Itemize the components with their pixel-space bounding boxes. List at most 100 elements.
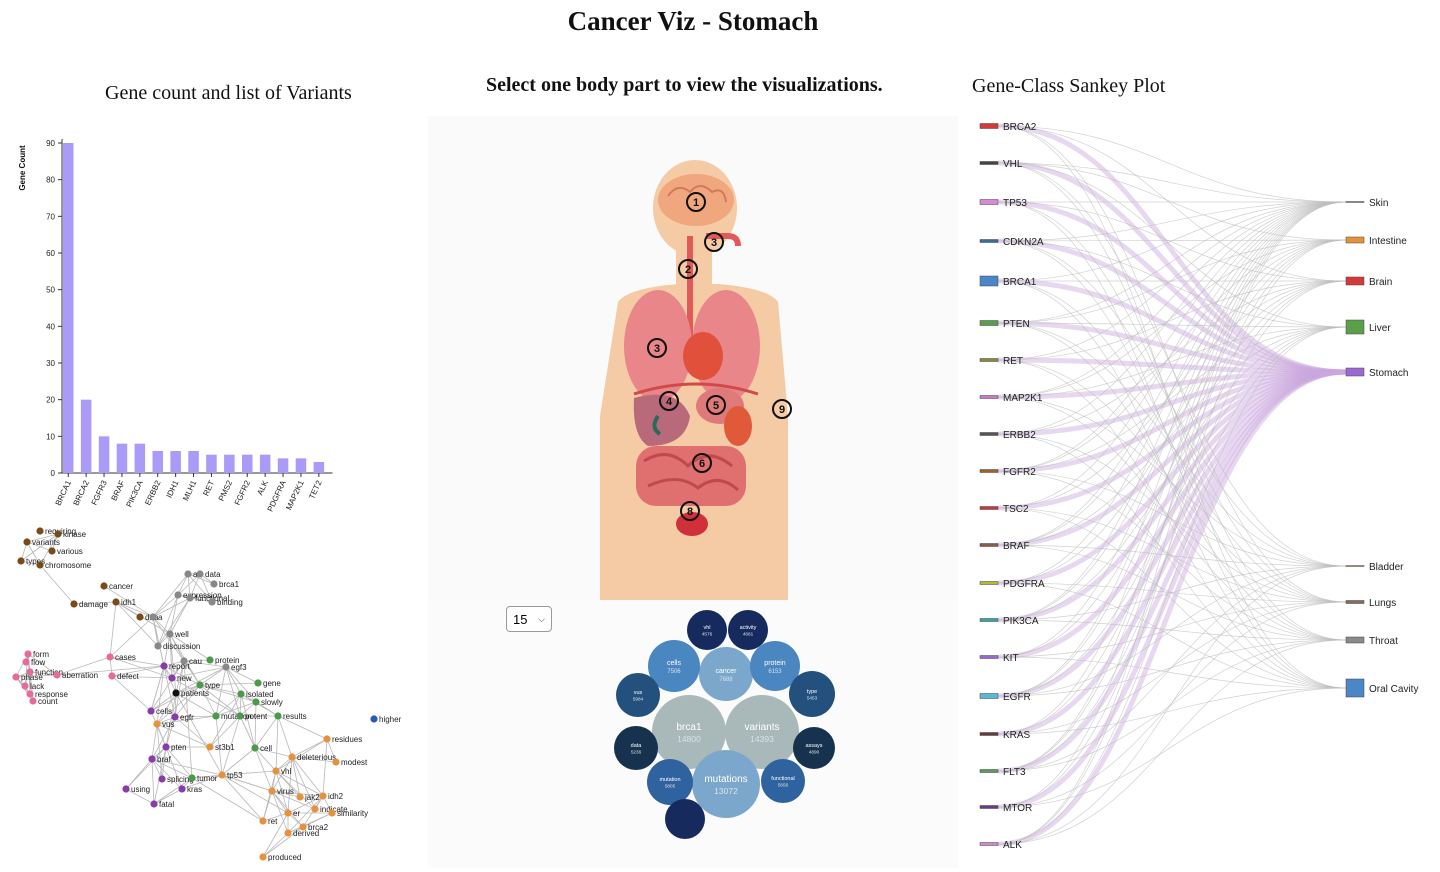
region-marker[interactable]: 4 (659, 391, 679, 411)
network-node-st3b1[interactable]: st3b1 (206, 743, 235, 752)
network-node-jak2[interactable]: jak2 (296, 793, 320, 802)
network-node-well[interactable]: well (166, 630, 189, 639)
network-node-dot[interactable] (222, 663, 230, 671)
network-node-vhl[interactable]: vhl (272, 767, 291, 776)
network-node-dot[interactable] (178, 785, 186, 793)
network-node-lack[interactable]: lack (21, 682, 45, 691)
sankey-gene-node[interactable] (979, 655, 999, 659)
network-node-dot[interactable] (206, 743, 214, 751)
network-node-tp53[interactable]: tp53 (218, 771, 243, 780)
sankey-gene-node[interactable] (979, 320, 999, 326)
network-node-binding[interactable]: binding (208, 598, 243, 607)
network-node-dot[interactable] (259, 817, 267, 825)
network-node-dot[interactable] (54, 530, 62, 538)
network-node-expression[interactable]: expression (174, 591, 222, 600)
network-node-damage[interactable]: damage (70, 600, 108, 609)
bar-fgfr2[interactable] (242, 454, 253, 473)
sankey-gene-node[interactable] (979, 805, 999, 809)
network-node-mutation[interactable]: mutation (212, 712, 252, 721)
region-marker[interactable]: 3 (647, 338, 667, 358)
region-marker[interactable]: 5 (706, 395, 726, 415)
network-node-data[interactable]: data (196, 570, 221, 579)
sankey-gene-mtor[interactable]: MTOR (979, 803, 1032, 814)
network-node-discussion[interactable]: discussion (154, 642, 200, 651)
sankey-gene-ret[interactable]: RET (979, 356, 1023, 367)
network-node-report[interactable]: report (160, 662, 191, 671)
network-node-dot[interactable] (252, 698, 260, 706)
network-node-dot[interactable] (26, 668, 34, 676)
sankey-class-brain[interactable]: Brain (1345, 276, 1392, 288)
network-node-aberration[interactable]: aberration (53, 671, 98, 680)
bar-fgfr3[interactable] (98, 436, 110, 473)
network-node-dot[interactable] (288, 753, 296, 761)
sankey-gene-cdkn2a[interactable]: CDKN2A (979, 237, 1044, 248)
region-marker-circle[interactable] (686, 192, 706, 212)
network-node-various[interactable]: various (48, 547, 83, 556)
network-node-dot[interactable] (21, 682, 29, 690)
network-node-dot[interactable] (254, 679, 262, 687)
network-node-dot[interactable] (154, 642, 162, 650)
network-node-egfr[interactable]: egfr (171, 713, 194, 722)
network-node-form[interactable]: form (24, 650, 49, 659)
bar-pik3ca[interactable] (134, 443, 146, 473)
region-marker-circle[interactable] (678, 259, 698, 279)
network-node-dot[interactable] (166, 630, 174, 638)
sankey-gene-flt3[interactable]: FLT3 (979, 767, 1026, 778)
intestine-region[interactable] (636, 446, 746, 506)
network-node-dot[interactable] (153, 720, 161, 728)
sankey-gene-kras[interactable]: KRAS (979, 730, 1031, 741)
bar-mlh1[interactable] (188, 451, 199, 473)
network-node-tumor[interactable]: tumor (188, 774, 218, 783)
network-node-dot[interactable] (112, 598, 120, 606)
network-node-count[interactable]: count (29, 697, 58, 706)
network-node-dot[interactable] (158, 775, 166, 783)
sankey-gene-node[interactable] (979, 842, 999, 846)
sankey-gene-egfr[interactable]: EGFR (979, 692, 1031, 703)
network-node-kinase[interactable]: kinase (54, 530, 87, 539)
bar-brca1[interactable] (63, 143, 74, 473)
sankey-gene-node[interactable] (979, 732, 999, 736)
lungs-region[interactable] (624, 290, 760, 402)
sankey-gene-node[interactable] (979, 581, 999, 585)
sankey-gene-kit[interactable]: KIT (979, 653, 1019, 664)
network-node-dot[interactable] (147, 707, 155, 715)
network-node-higher[interactable]: higher (370, 715, 402, 724)
network-node-dot[interactable] (328, 809, 336, 817)
sankey-gene-node[interactable] (979, 432, 999, 436)
network-node-cancer[interactable]: cancer (100, 582, 133, 591)
network-node-slowly[interactable]: slowly (252, 698, 283, 707)
region-marker-circle[interactable] (772, 399, 792, 419)
top-n-select[interactable]: 15 ⌵ (506, 606, 552, 632)
network-node-dot[interactable] (36, 561, 44, 569)
sankey-class-node[interactable] (1345, 636, 1365, 644)
network-node-defect[interactable]: defect (108, 672, 140, 681)
region-marker[interactable]: 2 (678, 259, 698, 279)
sankey-gene-alk[interactable]: ALK (979, 840, 1022, 851)
network-node-dot[interactable] (284, 809, 292, 817)
region-marker-circle[interactable] (680, 501, 700, 521)
sankey-class-bladder[interactable]: Bladder (1345, 562, 1404, 573)
sankey-class-node[interactable] (1345, 319, 1365, 335)
sankey-gene-tsc2[interactable]: TSC2 (979, 504, 1029, 515)
network-node-dot[interactable] (296, 793, 304, 801)
bar-pms2[interactable] (224, 454, 235, 473)
network-node-fatal[interactable]: fatal (150, 800, 174, 809)
sankey-gene-node[interactable] (979, 769, 999, 773)
sankey-gene-node[interactable] (979, 693, 999, 699)
region-marker[interactable]: 8 (680, 501, 700, 521)
sankey-gene-pik3ca[interactable]: PIK3CA (979, 616, 1039, 627)
sankey-gene-node[interactable] (979, 506, 999, 510)
region-marker-circle[interactable] (659, 391, 679, 411)
network-node-dot[interactable] (172, 689, 180, 697)
network-node-dot[interactable] (299, 823, 307, 831)
network-node-dot[interactable] (22, 658, 30, 666)
network-node-flow[interactable]: flow (22, 658, 45, 667)
sankey-gene-node[interactable] (979, 199, 999, 205)
network-node-dot[interactable] (206, 656, 214, 664)
variant-network-graph[interactable]: requiringkinasevariantsvarioustypeschrom… (0, 0, 420, 872)
network-node-vus[interactable]: vus (153, 720, 174, 729)
network-node-dot[interactable] (332, 758, 340, 766)
network-node-dot[interactable] (284, 829, 292, 837)
sankey-gene-pten[interactable]: PTEN (979, 319, 1030, 330)
sankey-class-liver[interactable]: Liver (1345, 319, 1391, 335)
